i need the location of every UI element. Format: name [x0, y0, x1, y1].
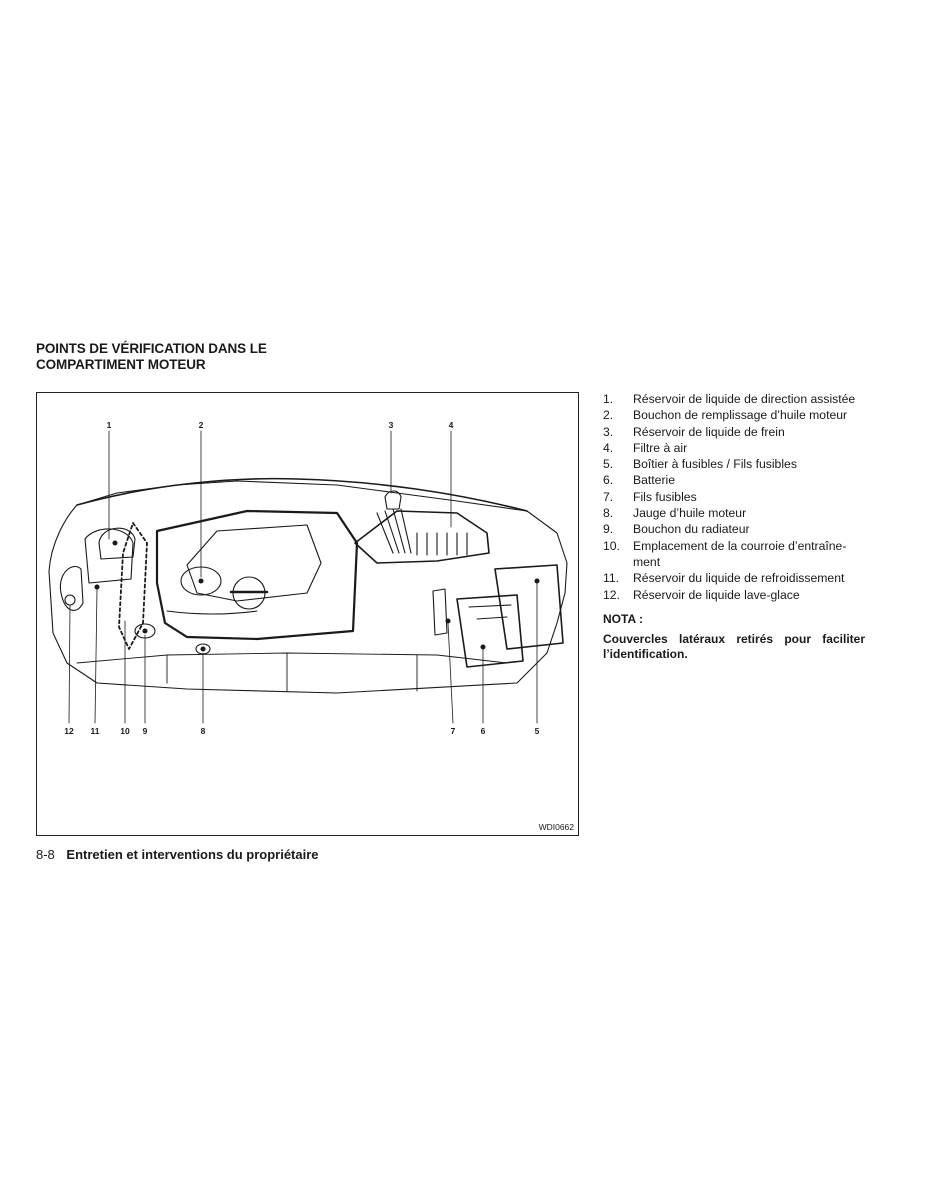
page-number: 8-8 — [36, 847, 55, 862]
callout-6: 6 — [480, 726, 486, 736]
fuse-box — [494, 564, 564, 650]
callout-7: 7 — [450, 726, 456, 736]
leader-line-7 — [447, 622, 454, 724]
callout-10: 10 — [120, 726, 130, 736]
callout-5: 5 — [534, 726, 540, 736]
legend-text: Boîtier à fusibles / Fils fusibles — [633, 457, 797, 472]
legend-number: 1. — [603, 392, 614, 406]
legend-text: Réservoir de liquide de direction assist… — [633, 392, 856, 406]
hood-line — [76, 477, 528, 512]
brake-reservoir — [384, 490, 402, 510]
callout-2: 2 — [198, 420, 204, 430]
note-title: NOTA : — [603, 612, 643, 626]
legend-item: 9. Bouchon du radiateur — [603, 521, 865, 537]
legend-number: 4. — [603, 440, 614, 455]
legend-number: 6. — [603, 473, 614, 488]
drive-belt — [118, 522, 148, 650]
note-body: Couvercles latéraux retirés pour facilit… — [603, 632, 865, 661]
fusible-links — [432, 588, 448, 636]
legend-text: Réservoir du liquide de refroidissement — [633, 571, 845, 586]
legend-item: 6. Batterie — [603, 472, 865, 488]
legend-number: 7. — [603, 489, 614, 504]
legend-text: Réservoir de liquide lave-glace — [633, 587, 800, 602]
engine-illustration — [48, 430, 568, 724]
callout-1: 1 — [106, 420, 112, 430]
legend-text: Jauge d’huile moteur — [633, 506, 747, 521]
legend-item: 5. Boîtier à fusibles / Fils fusibles — [603, 456, 865, 472]
legend-number: 8. — [603, 506, 614, 521]
coolant-reservoir — [84, 528, 134, 584]
legend-number: 10. — [603, 538, 620, 553]
callout-3: 3 — [388, 420, 394, 430]
page-footer: 8-8 Entretien et interventions du propri… — [36, 847, 319, 862]
legend-number: 3. — [603, 424, 614, 439]
legend-number: 9. — [603, 522, 614, 537]
section-heading-line-2: COMPARTIMENT MOTEUR — [36, 357, 206, 372]
callout-4: 4 — [448, 420, 454, 430]
section-heading-line-1: POINTS DE VÉRIFICATION DANS LE — [36, 341, 267, 356]
legend-item: 8. Jauge d’huile moteur — [603, 505, 865, 521]
callout-9: 9 — [142, 726, 148, 736]
legend-number: 5. — [603, 457, 614, 472]
legend-number: 11. — [603, 571, 620, 586]
legend-text: Batterie — [633, 473, 676, 488]
engine-cover — [155, 509, 359, 641]
legend-item: 2. Bouchon de remplissage d’huile moteur — [603, 407, 865, 423]
chapter-title: Entretien et interventions du propriétai… — [66, 847, 319, 862]
legend-text: Emplacement de la courroie d’entraîne-me… — [633, 538, 847, 569]
legend-item: 11. Réservoir du liquide de refroidisseme… — [603, 570, 865, 586]
callout-12: 12 — [64, 726, 74, 736]
battery-outline — [456, 594, 524, 668]
legend-number: 2. — [603, 408, 614, 423]
engine-compartment-figure: 1 2 3 4 12 11 10 9 8 7 6 5 WDI0662 — [36, 392, 579, 836]
legend-item: 3. Réservoir de liquide de frein — [603, 424, 865, 440]
legend-text: Bouchon du radiateur — [633, 522, 750, 537]
legend-text: Bouchon de remplissage d’huile moteur — [633, 408, 848, 423]
air-intake-duct — [354, 510, 490, 564]
legend-text: Fils fusibles — [633, 489, 697, 504]
engine-bay-outline — [48, 480, 568, 694]
callout-8: 8 — [200, 726, 206, 736]
washer-reservoir — [59, 566, 84, 611]
section-heading: POINTS DE VÉRIFICATION DANS LE COMPARTIM… — [36, 341, 356, 373]
legend-text: Réservoir de liquide de frein — [633, 424, 785, 439]
legend-list: 1. Réservoir de liquide de direction assi… — [603, 391, 865, 603]
callout-11: 11 — [90, 726, 100, 736]
leader-line-11 — [94, 588, 98, 724]
legend-item: 1. Réservoir de liquide de direction assi… — [603, 391, 865, 407]
legend-text: Filtre à air — [633, 440, 688, 455]
legend-item: 10. Emplacement de la courroie d’entraîne… — [603, 538, 865, 571]
legend-item: 4. Filtre à air — [603, 440, 865, 456]
power-steering-reservoir — [98, 527, 136, 560]
legend-item: 7. Fils fusibles — [603, 489, 865, 505]
leader-line-12 — [68, 604, 71, 724]
figure-code: WDI0662 — [538, 822, 574, 832]
legend-number: 12. — [603, 587, 620, 602]
legend-item: 12. Réservoir de liquide lave-glace — [603, 587, 865, 603]
